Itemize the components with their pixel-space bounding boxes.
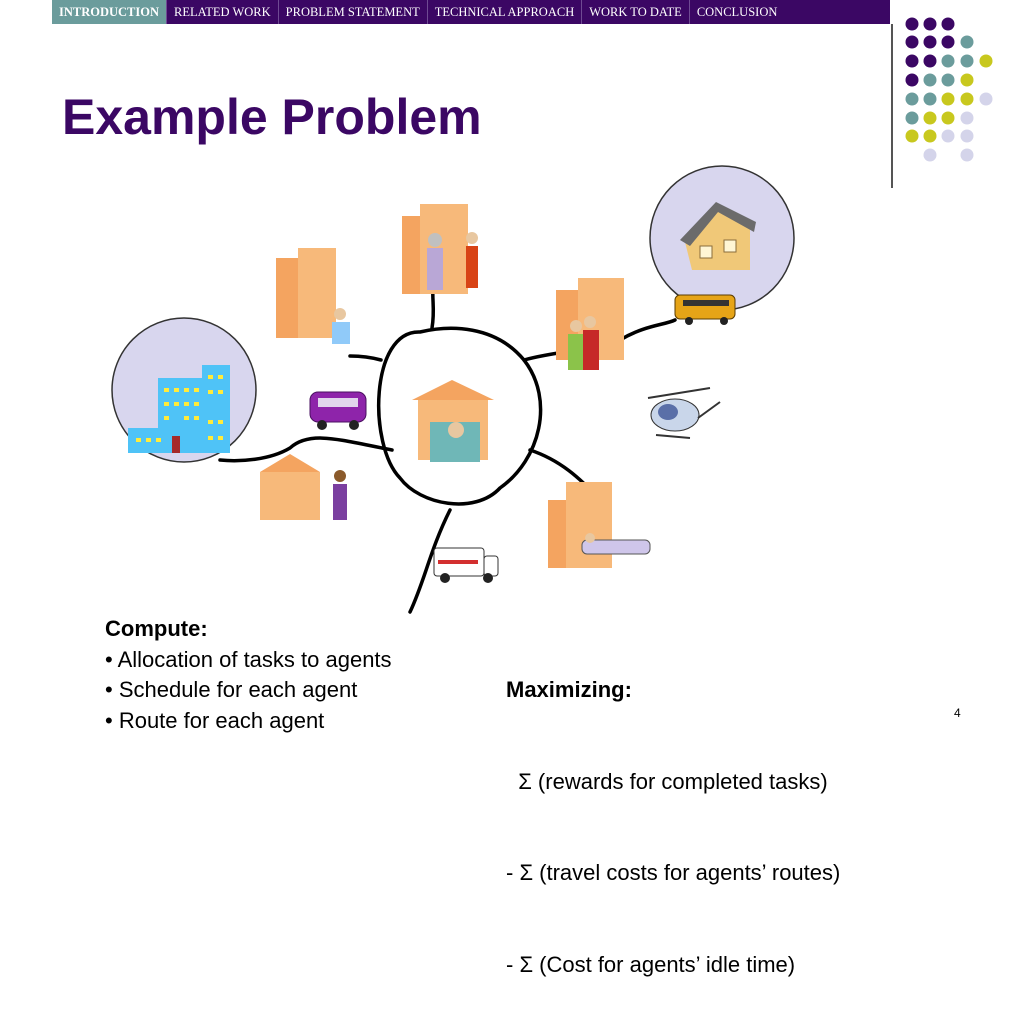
tab-conclusion[interactable]: CONCLUSION <box>696 5 778 19</box>
tab-technical-approach[interactable]: TECHNICAL APPROACH <box>428 0 583 24</box>
maximizing-item: Σ (rewards for completed tasks) <box>506 768 828 794</box>
central-loop-road <box>377 326 543 506</box>
road-west <box>348 354 383 362</box>
road-to-hospital <box>218 436 394 463</box>
home-depot <box>649 165 795 311</box>
dot-row-8 <box>923 148 974 162</box>
dot-row-4 <box>905 73 974 87</box>
compute-block: Compute: • Allocation of tasks to agents… <box>105 614 392 736</box>
dot-row-5 <box>905 92 993 106</box>
home-care-icon <box>412 380 494 462</box>
person-icon <box>332 308 350 344</box>
maximizing-item: - Σ (Cost for agents’ idle time) <box>506 951 796 977</box>
dot-row-7 <box>905 129 974 143</box>
compute-heading: Compute: <box>105 616 208 641</box>
ambulance-icon <box>433 547 499 583</box>
house-icon <box>680 202 756 270</box>
dot-row-3 <box>905 54 993 68</box>
slide-title: Example Problem <box>62 89 482 145</box>
page-number: 4 <box>954 706 961 720</box>
vertical-divider <box>891 24 893 188</box>
tab-introduction[interactable]: INTRODUCTION <box>52 0 168 24</box>
apartment-building-icon <box>260 454 320 520</box>
hospital-depot <box>111 317 257 463</box>
apartment-building-icon <box>276 248 336 338</box>
tab-related-work[interactable]: RELATED WORK <box>167 0 279 24</box>
person-icon <box>466 232 478 288</box>
maximizing-block: Maximizing: Σ (rewards for completed tas… <box>506 614 840 1011</box>
tab-problem-statement[interactable]: PROBLEM STATEMENT <box>279 0 428 24</box>
compute-item: • Route for each agent <box>105 707 325 733</box>
section-nav: INTRODUCTION RELATED WORK PROBLEM STATEM… <box>52 0 890 24</box>
person-icon <box>583 316 599 370</box>
tab-work-to-date[interactable]: WORK TO DATE <box>582 0 690 24</box>
compute-item: • Allocation of tasks to agents <box>105 646 392 672</box>
dot-row-1 <box>905 17 955 31</box>
maximizing-heading: Maximizing: <box>506 677 632 702</box>
person-icon <box>568 320 584 370</box>
problem-illustration <box>111 165 795 614</box>
hospital-icon <box>128 365 230 453</box>
road-south <box>408 508 452 614</box>
van-icon <box>309 391 367 430</box>
helicopter-icon <box>647 387 721 439</box>
patient-bed-icon <box>581 533 651 555</box>
person-icon <box>427 233 443 290</box>
compute-item: • Schedule for each agent <box>105 677 358 702</box>
person-icon <box>333 470 347 520</box>
maximizing-item: - Σ (travel costs for agents’ routes) <box>506 860 841 885</box>
school-bus-icon <box>674 294 736 325</box>
dot-row-6 <box>905 111 974 125</box>
dot-row-2 <box>905 35 974 49</box>
apartment-building-icon <box>548 482 612 568</box>
decorative-dot-grid <box>905 17 993 162</box>
